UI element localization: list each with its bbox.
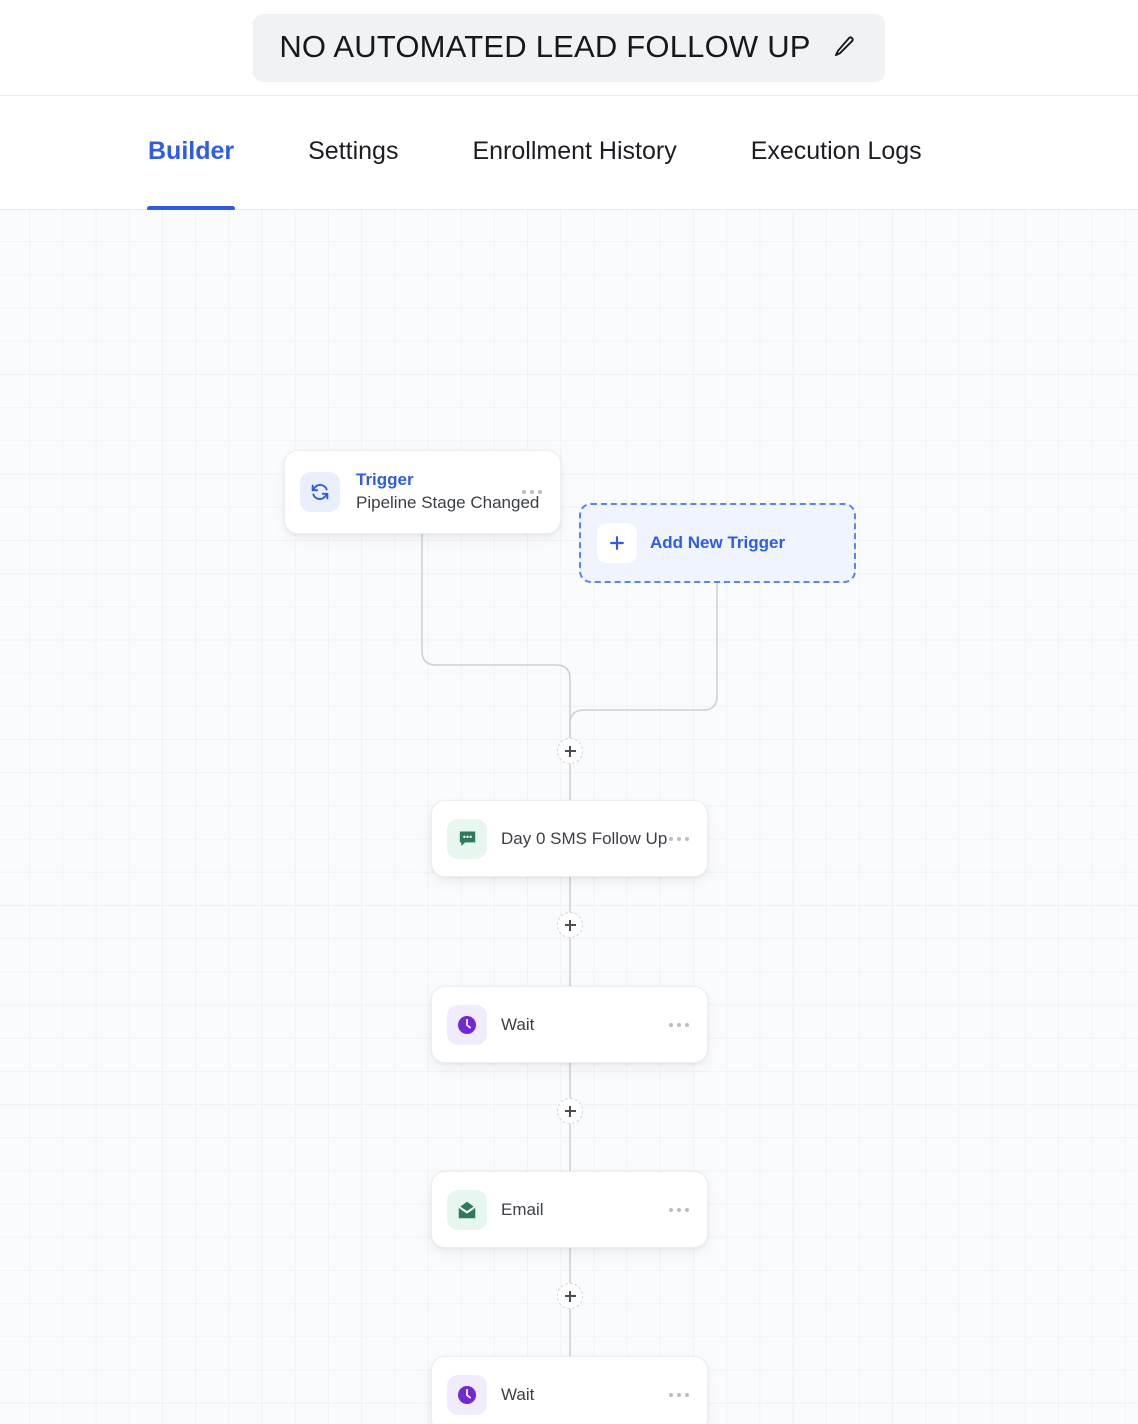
node-label: Email — [501, 1200, 544, 1219]
workflow-title-pill[interactable]: NO AUTOMATED LEAD FOLLOW UP — [253, 13, 885, 82]
node-wait-2[interactable]: Wait — [431, 1356, 708, 1424]
node-wait-1[interactable]: Wait — [431, 986, 708, 1063]
more-options-icon[interactable] — [669, 1207, 689, 1212]
clock-icon — [447, 1374, 487, 1415]
tab-enrollment-history[interactable]: Enrollment History — [472, 137, 677, 165]
envelope-icon — [447, 1189, 487, 1230]
node-label: Wait — [501, 1015, 535, 1034]
more-options-icon[interactable] — [669, 836, 689, 841]
node-trigger-labels: Trigger Pipeline Stage Changed — [356, 469, 539, 515]
add-step-button-1[interactable] — [557, 738, 583, 764]
tab-execution-logs[interactable]: Execution Logs — [750, 137, 922, 165]
pencil-icon[interactable] — [831, 34, 857, 60]
node-day-0-sms-follow-up[interactable]: Day 0 SMS Follow Up — [431, 800, 708, 877]
clock-icon — [447, 1004, 487, 1045]
more-options-icon[interactable] — [522, 490, 542, 494]
node-label: Day 0 SMS Follow Up — [501, 829, 668, 848]
add-step-button-2[interactable] — [557, 912, 583, 938]
node-label: Wait — [501, 1385, 535, 1404]
workflow-header: NO AUTOMATED LEAD FOLLOW UP — [0, 0, 1138, 96]
node-email[interactable]: Email — [431, 1171, 708, 1248]
node-trigger[interactable]: Trigger Pipeline Stage Changed — [284, 450, 561, 534]
tab-settings[interactable]: Settings — [308, 137, 399, 165]
add-new-trigger-button[interactable]: Add New Trigger — [579, 503, 856, 583]
workflow-canvas[interactable]: Trigger Pipeline Stage Changed Add New T… — [0, 210, 1138, 1424]
plus-icon — [597, 523, 637, 563]
tab-builder[interactable]: Builder — [146, 137, 236, 211]
add-step-button-3[interactable] — [557, 1098, 583, 1124]
node-trigger-title: Trigger — [356, 470, 414, 490]
sms-chat-icon — [447, 818, 487, 859]
add-new-trigger-label: Add New Trigger — [650, 533, 786, 552]
more-options-icon[interactable] — [669, 1022, 689, 1027]
node-trigger-subtitle: Pipeline Stage Changed — [356, 493, 540, 512]
add-step-button-4[interactable] — [557, 1283, 583, 1309]
more-options-icon[interactable] — [669, 1392, 689, 1397]
sync-refresh-icon — [300, 472, 340, 512]
page-title: NO AUTOMATED LEAD FOLLOW UP — [279, 29, 811, 64]
workflow-tabs: Builder Settings Enrollment History Exec… — [0, 96, 1138, 211]
